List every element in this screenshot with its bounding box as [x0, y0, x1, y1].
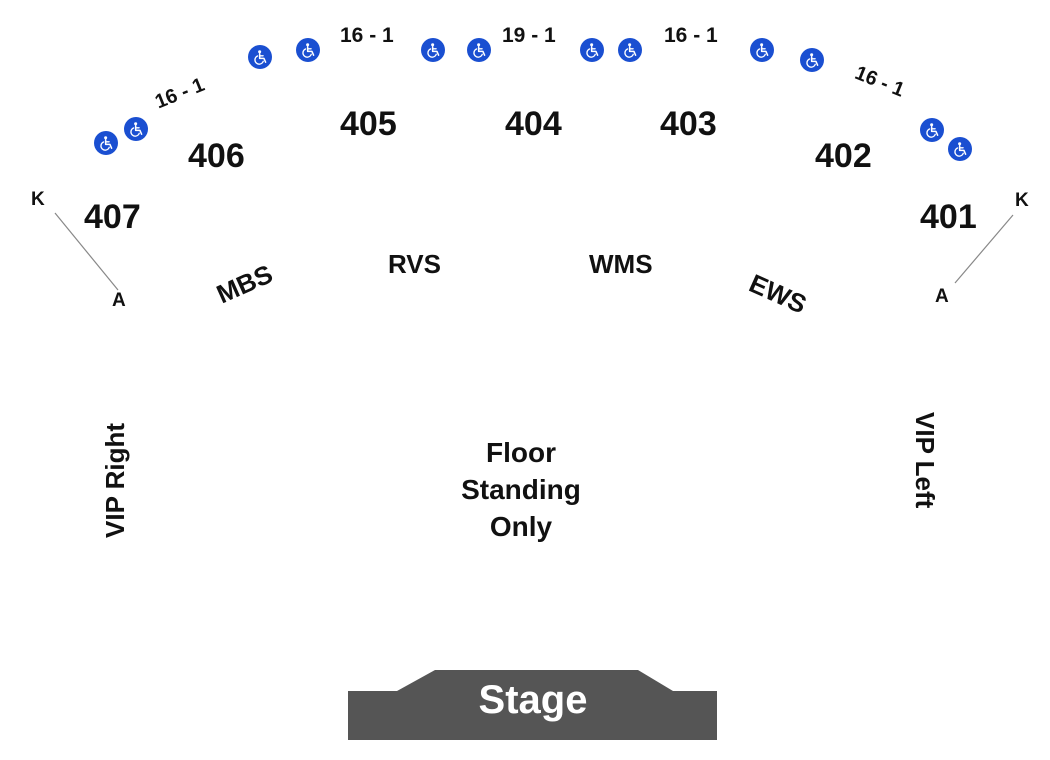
row-marker-right-k: K — [1015, 190, 1029, 211]
section-floor[interactable]: Floor Standing Only — [441, 434, 601, 545]
wheelchair-icon[interactable] — [94, 131, 118, 155]
section-407[interactable]: 407 — [84, 198, 141, 236]
wheelchair-icon[interactable] — [421, 38, 445, 62]
floor-label-line3: Only — [489, 511, 553, 542]
row-marker-left-a: A — [112, 290, 126, 311]
floor-label-line1: Floor — [486, 437, 556, 468]
row-marker-left-k: K — [31, 189, 45, 210]
wheelchair-icon[interactable] — [920, 118, 944, 142]
right-row-connector — [954, 214, 1014, 284]
wheelchair-icon[interactable] — [618, 38, 642, 62]
row-range-403: 16 - 1 — [664, 24, 718, 47]
section-405[interactable]: 405 — [340, 105, 397, 143]
section-rvs[interactable]: RVS — [388, 249, 441, 279]
section-401[interactable]: 401 — [920, 198, 977, 236]
wheelchair-icon[interactable] — [800, 48, 824, 72]
wheelchair-icon[interactable] — [248, 45, 272, 69]
stage-label: Stage — [478, 678, 588, 722]
section-402[interactable]: 402 — [815, 137, 872, 175]
wheelchair-icon[interactable] — [296, 38, 320, 62]
wheelchair-icon[interactable] — [124, 117, 148, 141]
section-wms[interactable]: WMS — [589, 249, 653, 279]
left-row-connector — [54, 212, 119, 291]
floor-label-line2: Standing — [461, 474, 581, 505]
wheelchair-icon[interactable] — [467, 38, 491, 62]
section-403[interactable]: 403 — [660, 105, 717, 143]
section-406[interactable]: 406 — [188, 137, 245, 175]
row-range-405: 16 - 1 — [340, 24, 394, 47]
section-404[interactable]: 404 — [505, 105, 562, 143]
row-marker-right-a: A — [935, 286, 949, 307]
wheelchair-icon[interactable] — [948, 137, 972, 161]
wheelchair-icon[interactable] — [750, 38, 774, 62]
wheelchair-icon[interactable] — [580, 38, 604, 62]
row-range-404: 19 - 1 — [502, 24, 556, 47]
